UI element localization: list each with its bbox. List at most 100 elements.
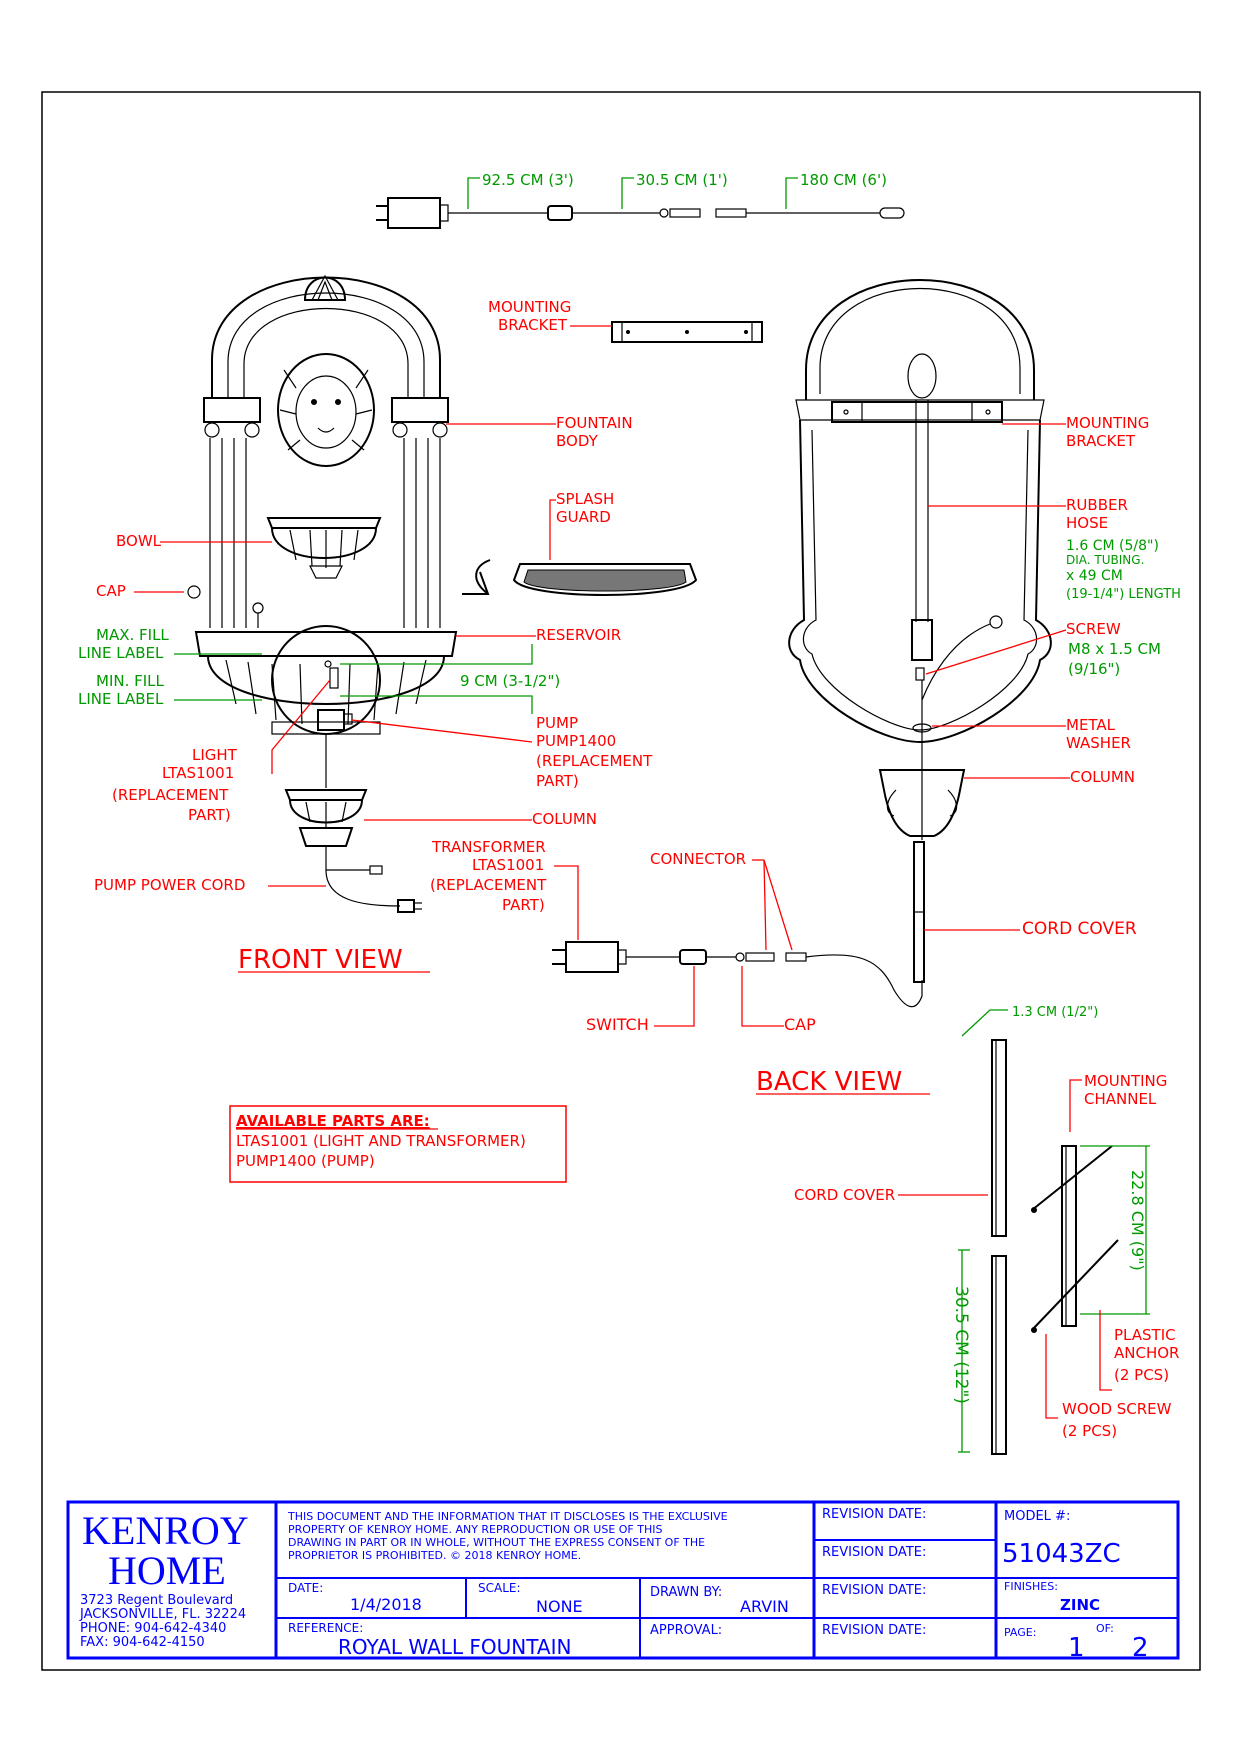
- cord-dim-2: 30.5 CM (1'): [636, 171, 728, 189]
- screw-spec-2: (9/16"): [1068, 660, 1120, 678]
- transformer-label-4: PART): [502, 896, 545, 914]
- splash-guard: [462, 559, 698, 596]
- back-bracket-label-2: BRACKET: [1066, 432, 1136, 450]
- parts-line-2: PUMP1400 (PUMP): [236, 1152, 375, 1170]
- scale-value: NONE: [536, 1597, 583, 1616]
- cover-dim: 30.5 CM (12"): [951, 1286, 971, 1404]
- mounting-channel-label-2: CHANNEL: [1084, 1090, 1157, 1108]
- available-parts-box: [229, 1105, 567, 1183]
- notice-2: PROPERTY OF KENROY HOME. ANY REPRODUCTIO…: [288, 1523, 662, 1536]
- bowl-label: BOWL: [116, 532, 162, 550]
- transformer-label-1: TRANSFORMER: [431, 838, 546, 856]
- min-fill-label-2: LINE LABEL: [78, 690, 164, 708]
- depth-dim: 9 CM (3-1/2"): [460, 672, 560, 690]
- transformer-label-3: (REPLACEMENT: [430, 876, 547, 894]
- scale-label: SCALE:: [478, 1581, 521, 1595]
- page-value: 1: [1068, 1633, 1085, 1663]
- address-3: PHONE: 904-642-4340: [80, 1621, 226, 1636]
- splash-guard-label-2: GUARD: [556, 508, 611, 526]
- notice-1: THIS DOCUMENT AND THE INFORMATION THAT I…: [287, 1510, 728, 1523]
- hose-spec-1: 1.6 CM (5/8"): [1066, 538, 1159, 554]
- date-value: 1/4/2018: [350, 1595, 422, 1614]
- washer-label-1: METAL: [1066, 716, 1116, 734]
- mounting-bracket-front: [611, 321, 763, 343]
- sheet-border: [41, 91, 1201, 1671]
- pump-label-2: PUMP1400: [536, 732, 616, 750]
- plastic-anchor-label-1: PLASTIC: [1114, 1326, 1176, 1344]
- cap-icon: [187, 585, 201, 599]
- top-cord-assembly: [376, 177, 905, 229]
- rubber-hose-label-2: HOSE: [1066, 514, 1108, 532]
- hose-spec-4: (19-1/4") LENGTH: [1066, 587, 1181, 602]
- front-view-fountain: [194, 274, 458, 913]
- light-label-2: LTAS1001: [162, 764, 234, 782]
- cord-dim-1: 92.5 CM (3'): [482, 171, 574, 189]
- hose-spec-2: DIA. TUBING.: [1066, 553, 1144, 567]
- max-fill-label-2: LINE LABEL: [78, 644, 164, 662]
- title-block: [66, 1500, 1180, 1660]
- back-column-label: COLUMN: [1070, 768, 1135, 786]
- finish-value: ZINC: [1060, 1596, 1100, 1614]
- pump-label-1: PUMP: [536, 714, 578, 732]
- screw-spec-1: M8 x 1.5 CM: [1068, 640, 1161, 658]
- pump-label-3: (REPLACEMENT: [536, 752, 653, 770]
- switch-label: SWITCH: [586, 1015, 649, 1034]
- cap-label: CAP: [96, 582, 126, 600]
- pump-power-cord-label: PUMP POWER CORD: [94, 876, 245, 894]
- model-value: 51043ZC: [1002, 1539, 1121, 1569]
- light-label-3: (REPLACEMENT: [112, 786, 229, 804]
- width-dim: 1.3 CM (1/2"): [1012, 1005, 1098, 1020]
- revision-label-1: REVISION DATE:: [822, 1507, 926, 1522]
- detail-cord-cover-label: CORD COVER: [794, 1186, 895, 1204]
- revision-label-3: REVISION DATE:: [822, 1583, 926, 1598]
- reservoir-label: RESERVOIR: [536, 626, 621, 644]
- rubber-hose-label-1: RUBBER: [1066, 496, 1128, 514]
- plastic-anchor-label-3: (2 PCS): [1114, 1366, 1169, 1384]
- drawn-label: DRAWN BY:: [650, 1585, 722, 1600]
- pump-label-4: PART): [536, 772, 579, 790]
- splash-guard-label-1: SPLASH: [556, 490, 614, 508]
- back-view-title: BACK VIEW: [756, 1067, 902, 1097]
- address-2: JACKSONVILLE, FL. 32224: [79, 1607, 246, 1622]
- front-view-title: FRONT VIEW: [238, 945, 403, 975]
- parts-title: AVAILABLE PARTS ARE:: [236, 1112, 430, 1130]
- max-fill-label-1: MAX. FILL: [96, 626, 169, 644]
- wood-screw-label-2: (2 PCS): [1062, 1422, 1117, 1440]
- revision-label-4: REVISION DATE:: [822, 1623, 926, 1638]
- model-label: MODEL #:: [1004, 1509, 1070, 1524]
- transformer-label-2: LTAS1001: [472, 856, 544, 874]
- mounting-bracket-label-1: MOUNTING: [488, 298, 571, 316]
- drawn-value: ARVIN: [740, 1597, 789, 1616]
- screw-label: SCREW: [1066, 620, 1121, 638]
- back-bracket-label-1: MOUNTING: [1066, 414, 1149, 432]
- notice-4: PROPRIETOR IS PROHIBITED. © 2018 KENROY …: [288, 1549, 581, 1562]
- light-label-4: PART): [188, 806, 231, 824]
- back-cord-cover-label: CORD COVER: [1022, 919, 1137, 939]
- back-view-fountain: [788, 279, 1052, 983]
- of-label: OF:: [1096, 1622, 1114, 1635]
- washer-label-2: WASHER: [1066, 734, 1131, 752]
- reference-label: REFERENCE:: [288, 1621, 363, 1635]
- transformer-assembly: [552, 941, 923, 1008]
- mounting-channel-label-1: MOUNTING: [1084, 1072, 1167, 1090]
- of-value: 2: [1132, 1633, 1149, 1663]
- fountain-body-label-1: FOUNTAIN: [556, 414, 633, 432]
- column-label: COLUMN: [532, 810, 597, 828]
- cord-dim-3: 180 CM (6'): [800, 171, 887, 189]
- hose-spec-3: x 49 CM: [1066, 568, 1123, 584]
- reference-value: ROYAL WALL FOUNTAIN: [338, 1635, 571, 1659]
- channel-dim: 22.8 CM (9"): [1128, 1170, 1147, 1271]
- address-1: 3723 Regent Boulevard: [80, 1593, 233, 1608]
- finishes-label: FINISHES:: [1004, 1580, 1058, 1593]
- cap2-label: CAP: [784, 1015, 816, 1034]
- company-name-2: HOME: [108, 1548, 226, 1593]
- notice-3: DRAWING IN PART OR IN WHOLE, WITHOUT THE…: [288, 1536, 705, 1549]
- wood-screw-label-1: WOOD SCREW: [1062, 1400, 1172, 1418]
- revision-label-2: REVISION DATE:: [822, 1545, 926, 1560]
- parts-line-1: LTAS1001 (LIGHT AND TRANSFORMER): [236, 1132, 526, 1150]
- page-label: PAGE:: [1004, 1626, 1036, 1639]
- min-fill-label-1: MIN. FILL: [96, 672, 165, 690]
- date-label: DATE:: [288, 1581, 323, 1595]
- connector-label: CONNECTOR: [650, 850, 746, 868]
- cord-cover-detail: [958, 1009, 1150, 1455]
